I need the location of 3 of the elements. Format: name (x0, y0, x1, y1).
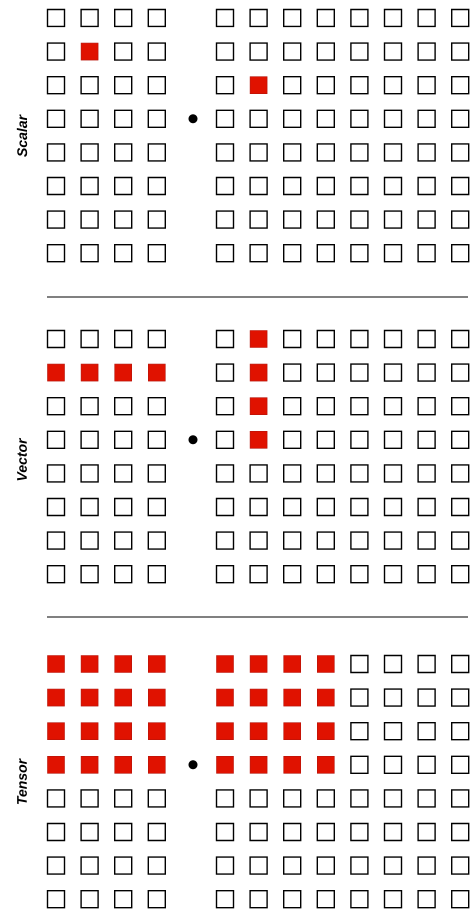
row-label: Vector (17, 438, 27, 480)
row-label: Scalar (16, 114, 28, 157)
row-label: Tensor (17, 758, 27, 804)
